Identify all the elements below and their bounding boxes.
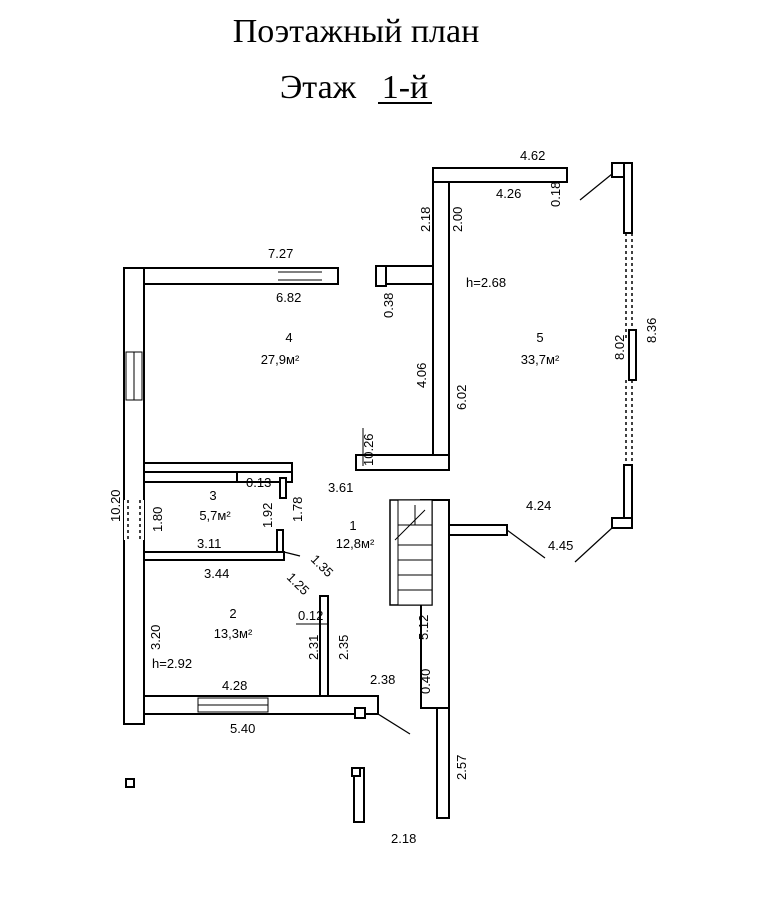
dim-4-26: 4.26 xyxy=(496,186,521,201)
room4-area: 27,9м² xyxy=(261,352,300,367)
dim-2-00: 2.00 xyxy=(450,207,465,232)
dim-8-02: 8.02 xyxy=(612,335,627,360)
room3-number: 3 xyxy=(209,488,216,503)
dim-1-35: 1.35 xyxy=(308,552,337,581)
room2-number: 2 xyxy=(229,606,236,621)
dim-1-80: 1.80 xyxy=(150,507,165,532)
room5-number: 5 xyxy=(536,330,543,345)
room2-room3-walls xyxy=(125,471,411,823)
dim-2-31: 2.31 xyxy=(306,635,321,660)
dim-8-36: 8.36 xyxy=(644,318,659,343)
dim-5-12: 5.12 xyxy=(416,615,431,640)
dim-3-20: 3.20 xyxy=(148,625,163,650)
dim-3-11: 3.11 xyxy=(197,536,221,551)
dim-1-78: 1.78 xyxy=(290,497,305,522)
dim-2-18-bottom: 2.18 xyxy=(391,831,416,846)
dim-0-18: 0.18 xyxy=(548,182,563,207)
dim-2-38: 2.38 xyxy=(370,672,395,687)
dim-4-45: 4.45 xyxy=(548,538,573,553)
dim-4-28: 4.28 xyxy=(222,678,247,693)
room5-area: 33,7м² xyxy=(521,352,560,367)
floor-value: 1-й xyxy=(382,69,429,106)
room1-number: 1 xyxy=(349,518,356,533)
dim-4-24: 4.24 xyxy=(526,498,551,513)
dim-10-20: 10.20 xyxy=(108,489,123,522)
dim-0-13: 0.13 xyxy=(246,475,271,490)
dim-0-38: 0.38 xyxy=(381,293,396,318)
dim-6-02: 6.02 xyxy=(454,385,469,410)
dim-h-2-92: h=2.92 xyxy=(152,656,192,671)
dim-1-92: 1.92 xyxy=(260,503,275,528)
room5-right-wall xyxy=(574,162,637,563)
dim-1-25: 1.25 xyxy=(284,570,313,599)
stair-walls xyxy=(389,499,546,819)
room1-area: 12,8м² xyxy=(336,536,375,551)
plan-title: Поэтажный план xyxy=(233,13,480,50)
floor-label: Этаж xyxy=(280,69,357,106)
dim-3-61: 3.61 xyxy=(328,480,353,495)
room3-area: 5,7м² xyxy=(199,508,231,523)
dim-2-18-top: 2.18 xyxy=(418,207,433,232)
dim-10-26: 10.26 xyxy=(361,433,376,466)
dim-h-2-68: h=2.68 xyxy=(466,275,506,290)
partition-walls xyxy=(355,167,568,471)
dim-5-40: 5.40 xyxy=(230,721,255,736)
room4-number: 4 xyxy=(285,330,292,345)
dim-2-57: 2.57 xyxy=(454,755,469,780)
dim-0-12: 0.12 xyxy=(298,608,323,623)
room4-walls xyxy=(123,267,339,725)
dim-2-35: 2.35 xyxy=(336,635,351,660)
dim-0-40: 0.40 xyxy=(418,669,433,694)
dim-6-82: 6.82 xyxy=(276,290,301,305)
dim-3-44: 3.44 xyxy=(204,566,229,581)
dim-4-06: 4.06 xyxy=(414,363,429,388)
dim-4-62: 4.62 xyxy=(520,148,545,163)
room2-area: 13,3м² xyxy=(214,626,253,641)
dim-7-27: 7.27 xyxy=(268,246,293,261)
